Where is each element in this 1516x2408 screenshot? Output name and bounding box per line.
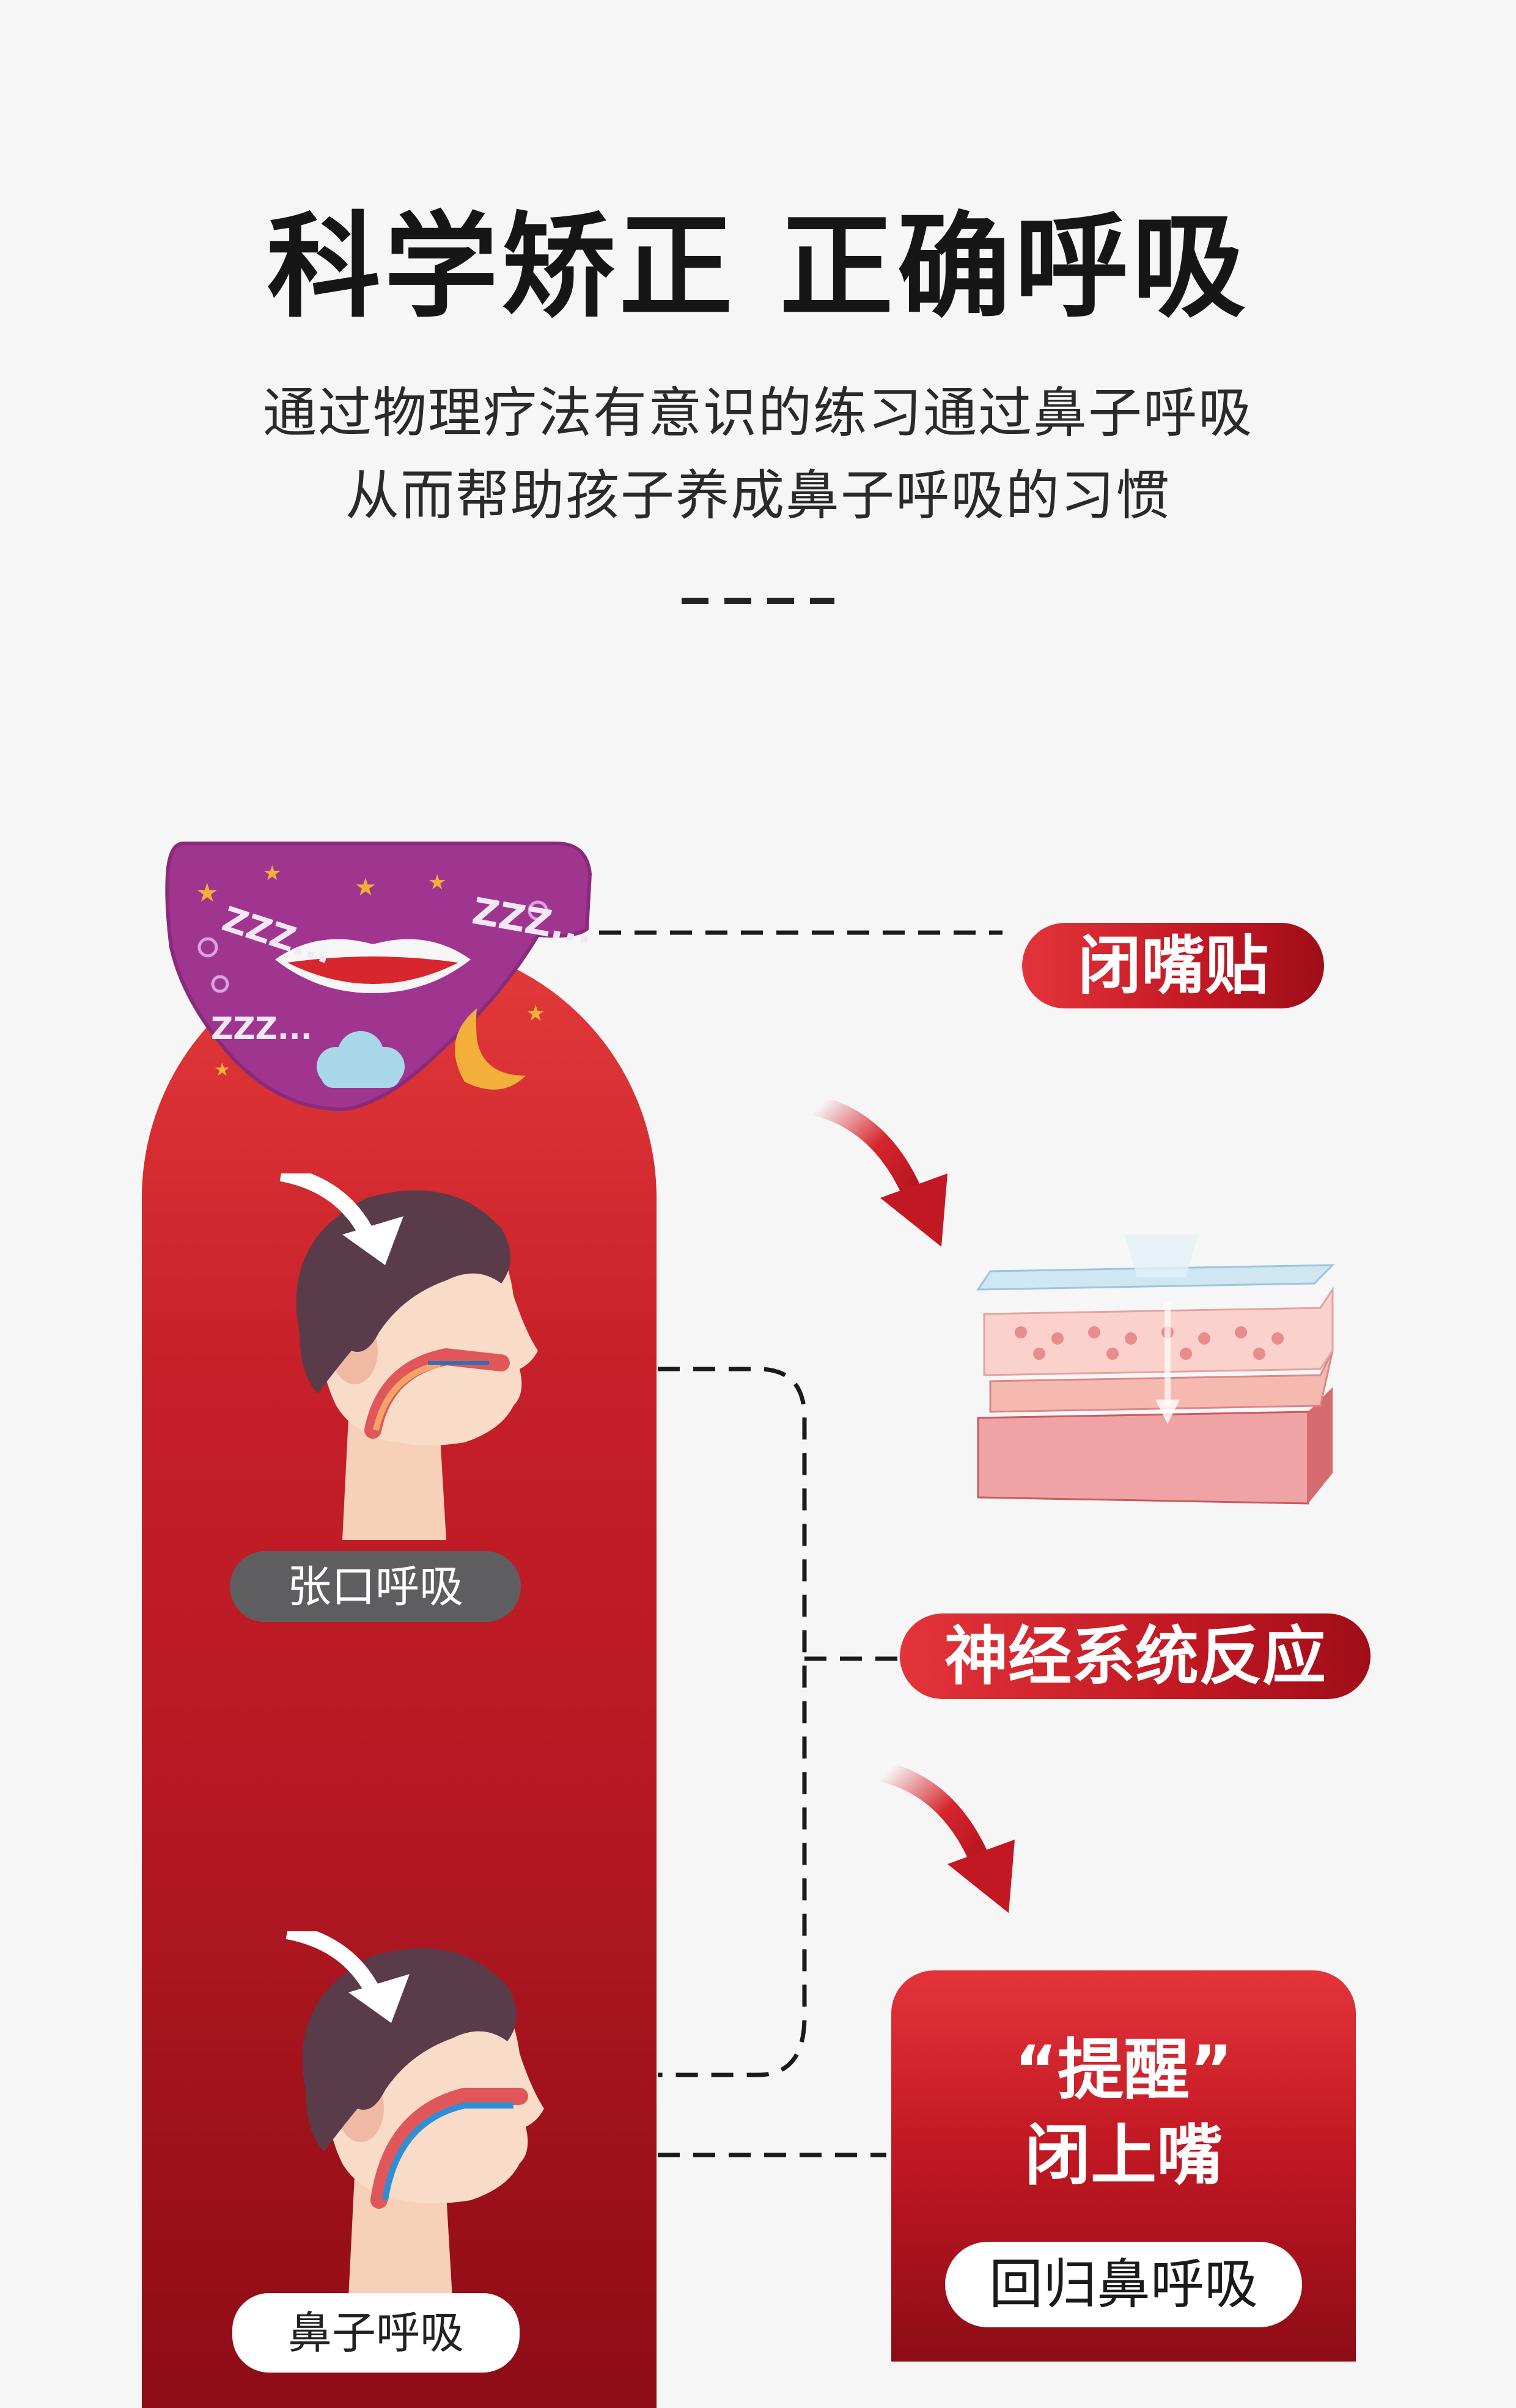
patch-zzz-3: ZZZ... — [211, 1011, 312, 1046]
svg-text:★: ★ — [263, 861, 281, 886]
back-to-nose-breathing-label: 回归鼻呼吸 — [945, 2242, 1302, 2327]
mouth-patch-label: 闭嘴贴 — [1022, 923, 1324, 1008]
mouth-breathing-head-illustration — [279, 1173, 538, 1540]
mouth-patch-illustration: ★ ★ ★ ★ ★ ★ ZZZ... ZZZ... ZZZ... — [165, 842, 596, 1112]
down-arrow-icon — [880, 1766, 1015, 1913]
close-mouth-text: 闭上嘴 — [1024, 2118, 1223, 2194]
svg-text:★: ★ — [196, 878, 219, 908]
svg-text:★: ★ — [526, 1001, 545, 1026]
nervous-system-label: 神经系统反应 — [900, 1613, 1371, 1699]
down-arrow-icon — [813, 1100, 948, 1247]
nose-breathing-head-illustration — [285, 1931, 544, 2298]
remind-quote-text: “提醒” — [1014, 2032, 1233, 2109]
subtitle-line-1: 通过物理疗法有意识的练习通过鼻子呼吸 — [262, 381, 1253, 444]
subtitle-line-2: 从而帮助孩子养成鼻子呼吸的习惯 — [345, 464, 1171, 527]
page-title: 科学矫正 正确呼吸 — [267, 200, 1249, 333]
svg-text:★: ★ — [355, 873, 377, 901]
svg-text:★: ★ — [214, 1059, 230, 1081]
dashed-divider — [682, 598, 834, 604]
svg-text:★: ★ — [428, 870, 446, 895]
mouth-breathing-label: 张口呼吸 — [230, 1551, 521, 1622]
skin-layers-illustration — [976, 1235, 1335, 1505]
nose-breathing-label: 鼻子呼吸 — [232, 2293, 520, 2373]
